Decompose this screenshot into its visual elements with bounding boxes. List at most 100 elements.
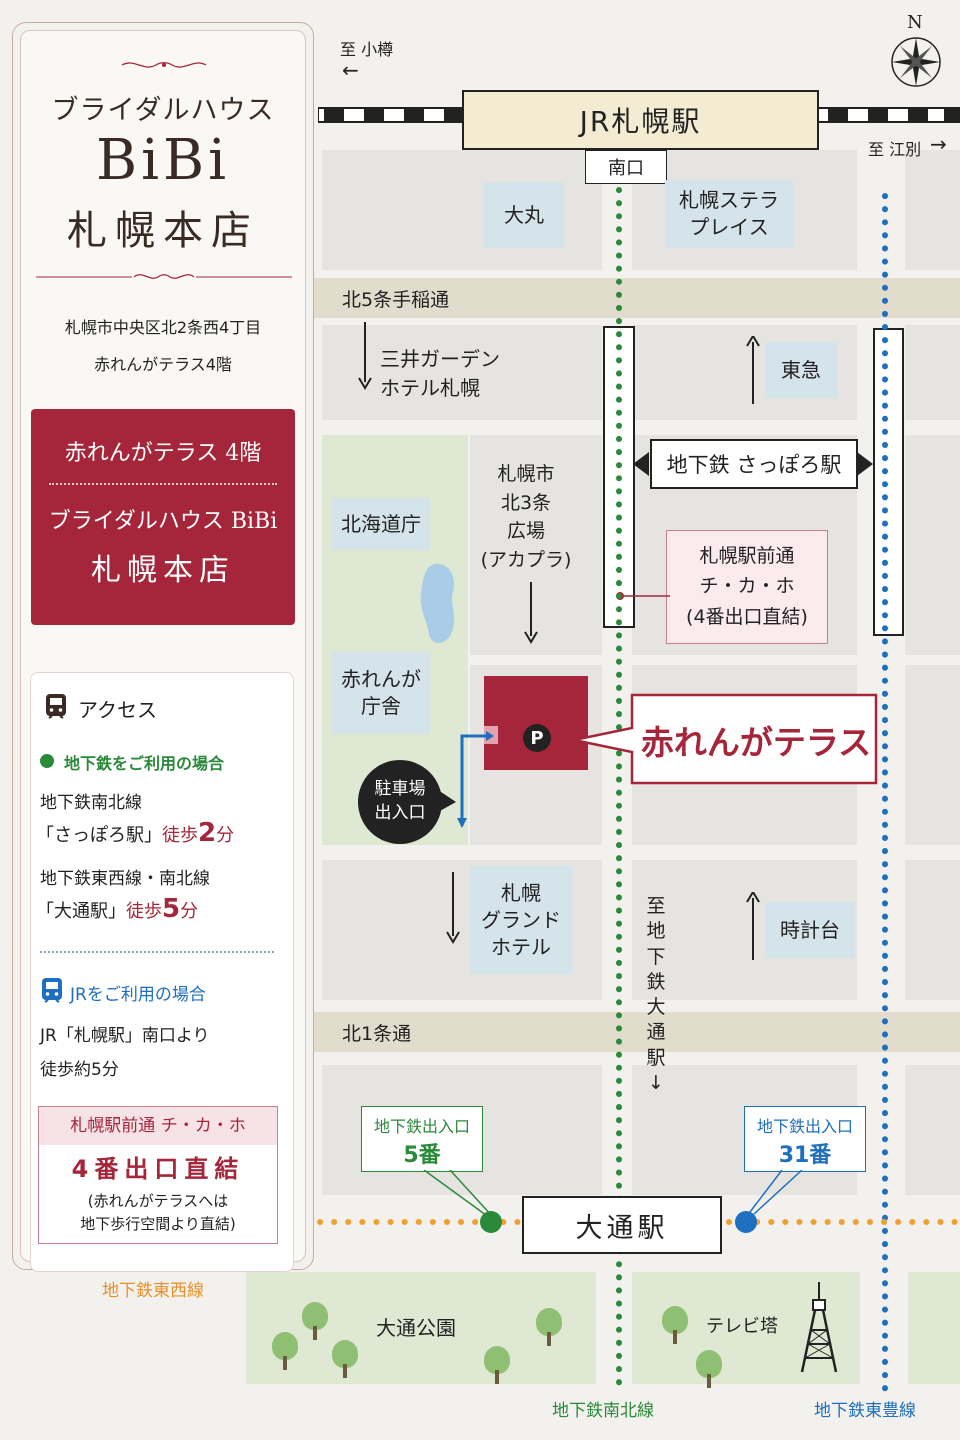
exit-5-marker-icon [480,1211,502,1233]
arrow-up-icon [746,890,760,964]
tree-icon [662,1306,688,1344]
subway-line2-walk: 徒歩 [162,825,198,846]
subway-sapporo-station: 地下鉄 さっぽろ駅 [650,439,858,489]
access-divider [40,951,274,953]
street-kita1-label: 北1条通 [342,1023,412,1045]
city-block [905,325,960,420]
namboku-line-label: 地下鉄南北線 [552,1401,654,1421]
address-line1: 札幌市中央区北2条西4丁目 [64,318,262,337]
tv-tower-icon [800,1282,838,1373]
location-redbox: 赤れんがテラス 4階 ブライダルハウス BiBi 札幌本店 [31,409,295,625]
subway-line2-station: 「さっぽろ駅」 [36,825,162,846]
to-ebetsu-label: 至 江別 [868,140,922,159]
parking-route-arrow-icon [457,731,494,828]
street-kita5 [314,278,960,318]
tokeidai-building: 時計台 [765,902,855,958]
hokkaido-office-building: 北海道庁 [332,498,430,550]
arrow-left-icon: ← [342,58,359,82]
tv-tower-label: テレビ塔 [706,1316,778,1337]
street-kita1 [314,1012,960,1052]
parking-icon: P [523,724,551,752]
arrow-down-icon [446,872,460,948]
subway-line2-unit: 分 [216,825,235,846]
subway-line4: 「大通駅」徒歩5分 [36,894,198,924]
redbox-shop: ブライダルハウス BiBi [48,509,278,534]
arrow-right-icon: → [930,132,947,156]
train-icon [46,694,66,719]
city-block [905,435,960,655]
subway-sapporo-arrows-icon [633,452,873,476]
to-otaru-label: 至 小樽 [340,40,394,59]
parking-entrance: 駐車場 出入口 [358,760,442,844]
south-exit: 南口 [585,150,667,184]
exit-info-direct: 4番出口直結 [71,1155,245,1183]
street-kita5-label: 北5条手稲通 [342,289,450,311]
city-block [905,665,960,845]
subway-line4-walk: 徒歩 [126,901,162,922]
tree-icon [536,1308,562,1346]
subway-line4-unit: 分 [180,901,199,922]
divider-ornament-icon [36,274,292,279]
akarenga-office-building: 赤れんが 庁舎 [332,652,430,734]
exit-5-number: 5番 [403,1143,441,1168]
tokyu-building: 東急 [765,342,837,398]
redbox-branch: 札幌本店 [91,553,235,588]
odori-park-label: 大通公園 [376,1316,456,1340]
city-block [905,1065,960,1195]
toho-line-label: 地下鉄東豊線 [814,1401,916,1421]
compass-n: N [907,12,923,33]
exit-info-title: 札幌駅前通 チ・カ・ホ [39,1107,277,1145]
subway-heading: 地下鉄をご利用の場合 [64,754,225,773]
jr-heading: JRをご利用の場合 [70,985,206,1005]
subway-line2: 「さっぽろ駅」徒歩2分 [36,818,234,848]
subway-line4-station: 「大通駅」 [36,901,126,922]
city-block [905,150,960,270]
arrow-down-icon [524,582,538,648]
compass-icon [891,37,941,87]
exit-info-note1: (赤れんがテラスへは [87,1192,229,1210]
tree-icon [696,1350,722,1388]
mitsui-hotel-label: 三井ガーデン ホテル札幌 [380,347,500,400]
chikaho-exit-info: 札幌駅前通 チ・カ・ホ 4番出口直結 (赤れんがテラスへは 地下歩行空間より直結… [38,1106,278,1244]
redbox-floor: 赤れんがテラス 4階 [64,441,262,466]
tree-icon [484,1346,510,1384]
akarenga-terrace-callout-frame [573,693,878,785]
exit-5-caption: 地下鉄出入口 [373,1117,470,1136]
exit-31-connector [749,1170,803,1215]
address-line2: 赤れんがテラス4階 [94,355,232,374]
subway-line3: 地下鉄東西線・南北線 [40,869,210,889]
exit-5-connector [423,1170,493,1219]
sidebar-title-bibi: BiBi [95,128,231,193]
chikaho-exit-box: 札幌駅前通 チ・カ・ホ (4番出口直結) [666,530,828,644]
tree-icon [332,1340,358,1378]
sidebar-title-line1: ブライダルハウス [51,95,275,126]
exit-31-marker-icon [735,1211,757,1233]
toho-walkway [873,328,904,636]
pond-icon [420,563,455,643]
exit-5-callout: 地下鉄出入口 5番 [361,1106,483,1172]
daimaru-building: 大丸 [484,182,564,248]
city-block [470,435,602,655]
stellar-place-building: 札幌ステラ プレイス [665,180,793,248]
city-block [905,860,960,1000]
akapura-plaza-label: 札幌市 北3条 広場 (アカプラ) [480,463,572,571]
redbox-divider [49,483,277,485]
city-block [322,325,602,420]
grand-hotel-building: 札幌 グランド ホテル [470,866,572,974]
akarenga-terrace-label: 赤れんがテラス [640,723,872,762]
odori-station: 大通駅 [522,1196,722,1254]
tozai-line-label: 地下鉄東西線 [102,1281,204,1301]
subway-line2-num: 2 [198,818,217,848]
access-heading: アクセス [78,698,157,722]
parking-entrance-pointer [438,790,456,812]
exit-31-callout: 地下鉄出入口 31番 [744,1106,866,1172]
odori-park-far-east [908,1272,960,1384]
arrow-down-icon [358,322,372,396]
subway-line4-num: 5 [162,894,181,924]
arrow-up-icon [746,334,760,408]
ornament-icon [121,62,207,68]
sidebar-title-line3: 札幌本店 [67,208,259,254]
jr-line1: JR「札幌駅」南口より [40,1026,210,1046]
